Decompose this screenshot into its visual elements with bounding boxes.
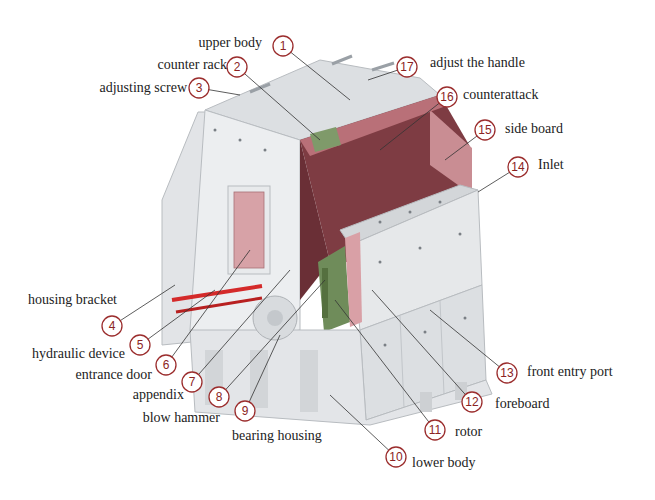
callout-circle: 13 bbox=[496, 362, 518, 384]
part-label: upper body bbox=[199, 35, 262, 51]
blow-hammer bbox=[322, 268, 328, 318]
part-label: appendix bbox=[133, 387, 184, 403]
leg bbox=[300, 350, 318, 412]
circle-shape bbox=[156, 355, 176, 375]
part-label: counter rack bbox=[157, 57, 227, 73]
circle-shape bbox=[508, 157, 528, 177]
circle-shape bbox=[189, 78, 209, 98]
callout-circle: 11 bbox=[424, 419, 446, 441]
callout-circle: 4 bbox=[101, 315, 123, 337]
part-label: rotor bbox=[455, 424, 482, 440]
rib bbox=[440, 301, 444, 394]
part-label: entrance door bbox=[75, 367, 152, 383]
callout-number: 3 bbox=[196, 82, 203, 94]
callout-circle: 12 bbox=[461, 391, 483, 413]
part-label: adjust the handle bbox=[430, 55, 525, 71]
callout-number: 9 bbox=[242, 405, 249, 417]
callout-number: 17 bbox=[400, 61, 413, 73]
circle-shape bbox=[386, 447, 406, 467]
callout-number: 2 bbox=[234, 61, 241, 73]
callout-number: 16 bbox=[440, 91, 453, 103]
callout-circle: 17 bbox=[396, 56, 418, 78]
handle bbox=[332, 56, 352, 64]
callout-number: 6 bbox=[163, 359, 170, 371]
hydraulic-rod bbox=[172, 286, 262, 300]
entrance-door bbox=[234, 192, 264, 268]
circle-shape bbox=[273, 36, 293, 56]
callout-number: 7 bbox=[189, 376, 196, 388]
part-label: adjusting screw bbox=[100, 80, 187, 96]
circle-shape bbox=[227, 57, 247, 77]
callout-circle: 1 bbox=[272, 35, 294, 57]
counter-rack bbox=[310, 127, 341, 152]
part-label: housing bracket bbox=[28, 292, 117, 308]
callout-circle: 2 bbox=[226, 56, 248, 78]
callout-number: 13 bbox=[500, 367, 513, 379]
callout-circle: 10 bbox=[385, 446, 407, 468]
callout-number: 1 bbox=[280, 40, 287, 52]
part-label: side board bbox=[505, 121, 563, 137]
door-frame bbox=[228, 186, 270, 274]
circle-shape bbox=[425, 420, 445, 440]
callout-number: 14 bbox=[511, 161, 524, 173]
circle-shape bbox=[182, 372, 202, 392]
leg bbox=[250, 350, 268, 408]
handle bbox=[372, 63, 394, 70]
hydraulic-rod bbox=[176, 298, 262, 312]
side-board bbox=[430, 110, 472, 195]
circle-shape bbox=[235, 401, 255, 421]
callout-number: 8 bbox=[216, 391, 223, 403]
callout-number: 11 bbox=[429, 424, 441, 436]
part-label: blow hammer bbox=[143, 410, 220, 426]
rotor bbox=[318, 246, 350, 332]
part-label: bearing housing bbox=[232, 428, 322, 444]
circle-shape bbox=[437, 87, 457, 107]
callout-number: 4 bbox=[109, 320, 116, 332]
callout-circle: 5 bbox=[129, 334, 151, 356]
callout-circle: 15 bbox=[474, 119, 496, 141]
circle-shape bbox=[475, 120, 495, 140]
circle-shape bbox=[497, 363, 517, 383]
circle-shape bbox=[102, 316, 122, 336]
circle-shape bbox=[397, 57, 417, 77]
callout-circle: 9 bbox=[234, 400, 256, 422]
callout-number: 12 bbox=[465, 396, 478, 408]
part-label: lower body bbox=[412, 455, 475, 471]
foreboard bbox=[360, 285, 486, 420]
part-label: hydraulic device bbox=[32, 346, 125, 362]
callout-circle: 8 bbox=[208, 386, 230, 408]
part-label: counterattack bbox=[463, 87, 538, 103]
part-label: Inlet bbox=[538, 157, 564, 173]
leg bbox=[420, 392, 432, 412]
part-label: foreboard bbox=[495, 396, 549, 412]
bearing-hub bbox=[267, 310, 283, 326]
circle-shape bbox=[130, 335, 150, 355]
callout-circle: 6 bbox=[155, 354, 177, 376]
callout-circle: 16 bbox=[436, 86, 458, 108]
callout-number: 15 bbox=[478, 124, 491, 136]
lower-body bbox=[190, 330, 492, 425]
inlet-liner bbox=[345, 232, 362, 327]
circle-shape bbox=[462, 392, 482, 412]
callout-circle: 14 bbox=[507, 156, 529, 178]
part-label: front entry port bbox=[527, 364, 613, 380]
handle bbox=[250, 84, 270, 92]
callout-circle: 3 bbox=[188, 77, 210, 99]
rib bbox=[400, 316, 404, 408]
callout-circle: 7 bbox=[181, 371, 203, 393]
leader-lines bbox=[112, 46, 518, 457]
callout-number: 5 bbox=[137, 339, 144, 351]
circle-shape bbox=[209, 387, 229, 407]
callout-number: 10 bbox=[389, 451, 402, 463]
counterattack-plate bbox=[300, 95, 446, 156]
